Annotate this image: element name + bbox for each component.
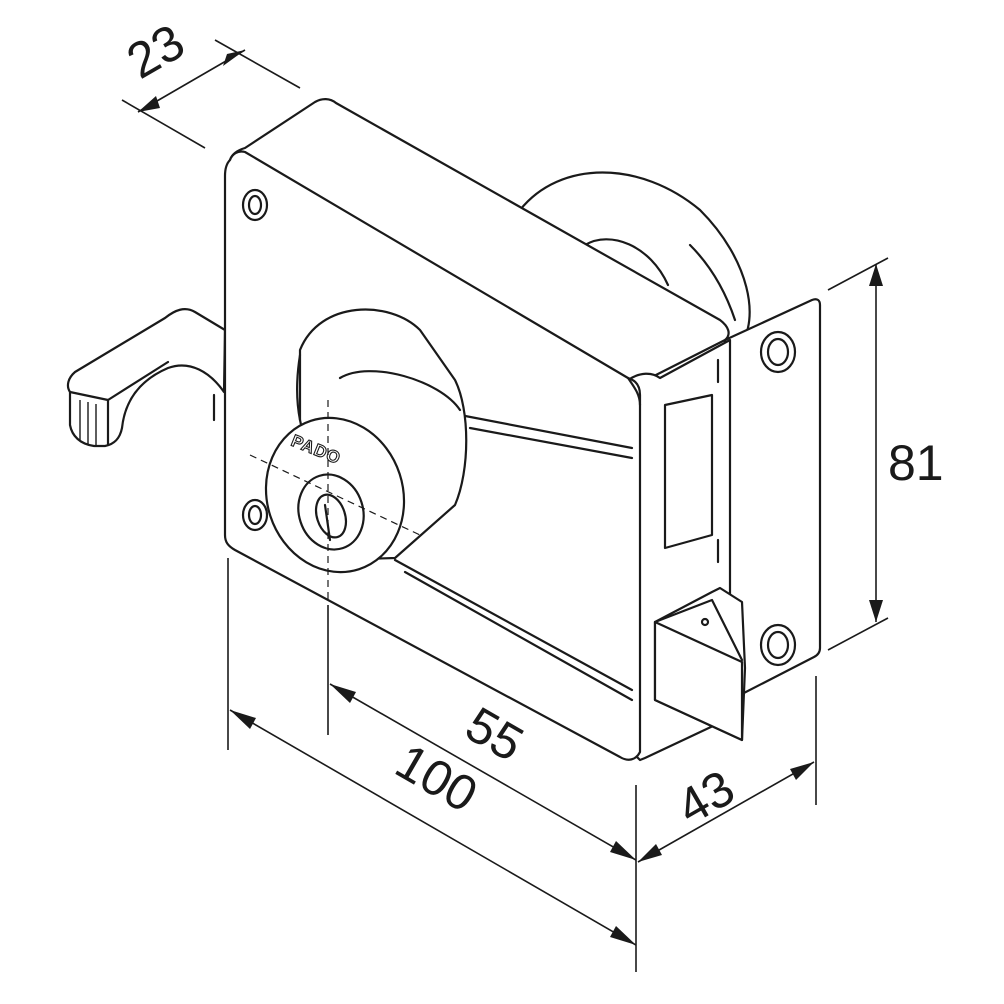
cylinder-face: [264, 416, 406, 574]
hole-top-left: [241, 188, 269, 222]
strike-plate: [723, 298, 822, 697]
lock-case: [223, 98, 732, 762]
dimension-label-strike-depth: 43: [668, 759, 744, 835]
dimension-label-height: 81: [888, 435, 944, 491]
strike-hole-top: [759, 330, 797, 374]
dimension-label-depth: 23: [118, 13, 194, 89]
dimension-height: 81: [827, 257, 944, 651]
hole-bottom-left: [241, 498, 269, 532]
keyhole-icon: [314, 493, 348, 539]
side-details: [663, 358, 720, 564]
dimension-depth: 23: [118, 13, 301, 149]
lever-handle: [66, 308, 227, 448]
cylinder-axis-horizontal: [249, 454, 421, 536]
strike-hole-bottom: [759, 623, 797, 667]
latch-slot: [663, 393, 714, 550]
cylinder: PADO: [249, 308, 468, 600]
dimension-label-backset: 55: [457, 696, 533, 772]
deadbolt: [653, 586, 747, 742]
